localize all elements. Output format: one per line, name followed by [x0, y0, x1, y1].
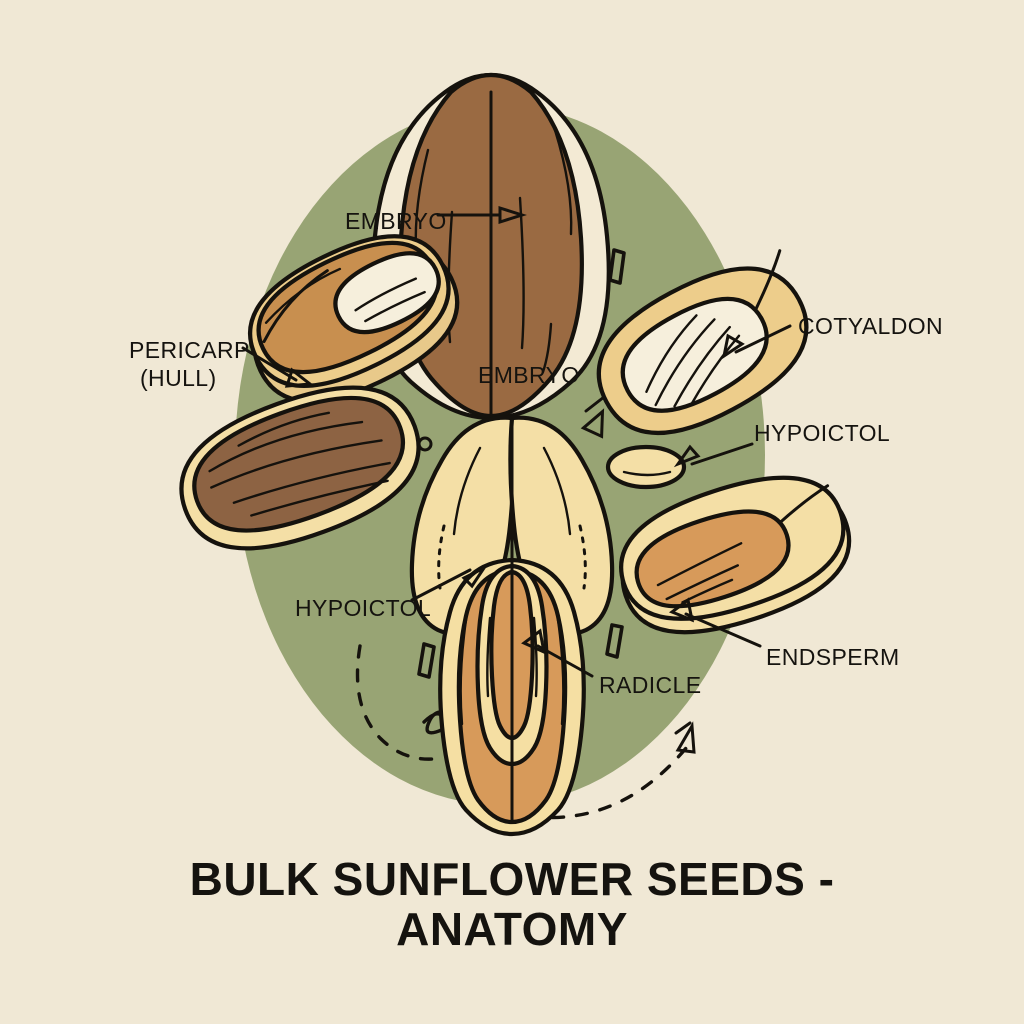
label-radicle: RADICLE [599, 672, 702, 698]
specimen-seed-upper-left [247, 234, 460, 404]
specimen-seed-lower-left [179, 385, 421, 551]
poster-title-line1: BULK SUNFLOWER SEEDS - [190, 853, 835, 905]
leader-lines [241, 205, 792, 678]
poster-title-line2: ANATOMY [396, 903, 628, 955]
specimen-seed-upper-right [596, 249, 809, 436]
label-endosperm: ENDSPERM [766, 644, 900, 670]
label-pericarp-line1: PERICARP [129, 337, 250, 363]
label-embryo-top: EMBRYO [345, 208, 447, 234]
specimen-embryo-center [409, 415, 615, 837]
label-cotyledon: COTYALDON [798, 313, 943, 339]
label-hypocotyl-right: HYPOICTOL [754, 420, 890, 446]
specimen-hypocotyl-fragment [605, 444, 687, 490]
label-embryo-center: EMBRYO [478, 362, 580, 388]
label-pericarp-line2: (HULL) [140, 365, 217, 391]
label-hypocotyl-left: HYPOICTOL [295, 595, 431, 621]
